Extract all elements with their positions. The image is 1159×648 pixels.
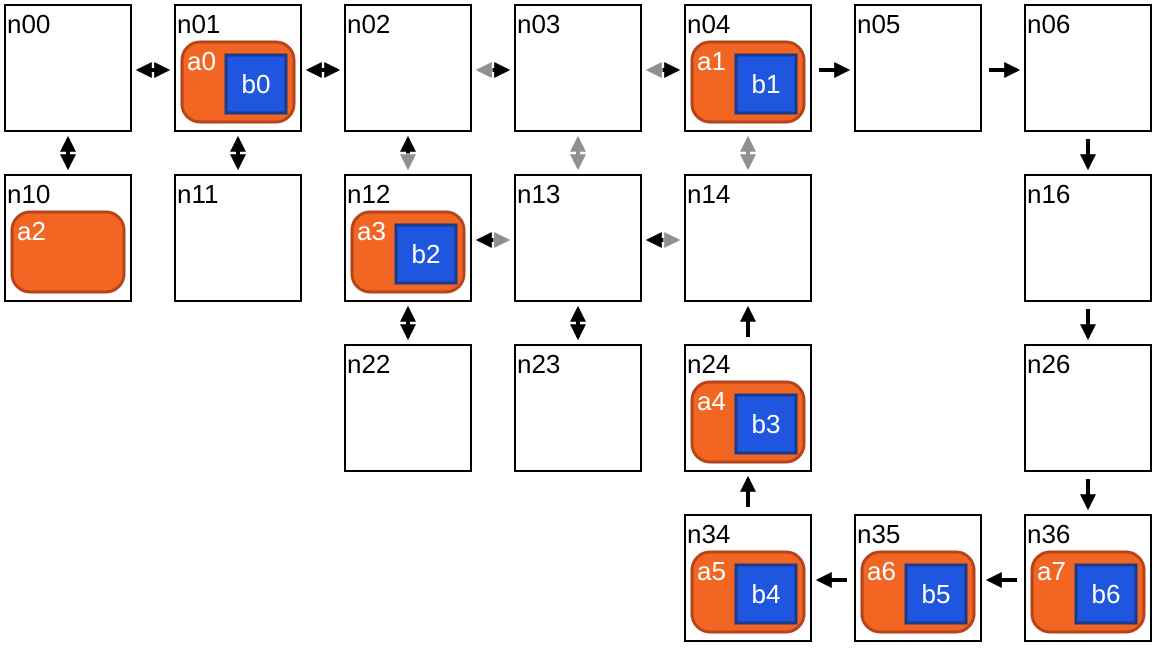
node-label: n26 xyxy=(1027,349,1070,379)
node-box xyxy=(684,174,812,302)
agent-a3: a3 b2 xyxy=(350,210,466,294)
box-b6 xyxy=(1074,563,1138,625)
agent-label: a1 xyxy=(697,46,726,76)
agent-a4: a4 b3 xyxy=(690,380,806,464)
box-label: b6 xyxy=(1092,579,1121,609)
agent-a7: a7 b6 xyxy=(1030,550,1146,634)
node-n26: n26 xyxy=(1024,344,1152,472)
node-box xyxy=(344,4,472,132)
agent-a6: a6 b5 xyxy=(860,550,976,634)
node-n14: n14 xyxy=(684,174,812,302)
node-box xyxy=(854,4,982,132)
box-b3 xyxy=(734,393,798,455)
box-b0 xyxy=(224,53,288,115)
node-label: n35 xyxy=(857,519,900,549)
node-label: n36 xyxy=(1027,519,1070,549)
nodes-layer: n00 n01 n02 n03 n04 n05 n06 n10 n11 n12 n13 n14 n16 n… xyxy=(4,4,1152,642)
node-n13: n13 xyxy=(514,174,642,302)
box-label: b0 xyxy=(242,69,271,99)
box-b2 xyxy=(394,223,458,285)
agent-label: a4 xyxy=(697,386,726,416)
node-label: n00 xyxy=(7,9,50,39)
agent-label: a6 xyxy=(867,556,896,586)
node-box xyxy=(1024,4,1152,132)
node-n06: n06 xyxy=(1024,4,1152,132)
node-label: n06 xyxy=(1027,9,1070,39)
box-label: b5 xyxy=(922,579,951,609)
node-label: n14 xyxy=(687,179,730,209)
node-label: n34 xyxy=(687,519,730,549)
node-box xyxy=(514,4,642,132)
agent-label: a3 xyxy=(357,216,386,246)
node-box xyxy=(514,174,642,302)
node-box xyxy=(1024,174,1152,302)
agent-label: a7 xyxy=(1037,556,1066,586)
node-label: n12 xyxy=(347,179,390,209)
agent-a2: a2 xyxy=(10,210,126,294)
node-box xyxy=(1024,344,1152,472)
agent-label: a5 xyxy=(697,556,726,586)
node-n16: n16 xyxy=(1024,174,1152,302)
node-box xyxy=(344,344,472,472)
node-n00: n00 xyxy=(4,4,132,132)
node-label: n13 xyxy=(517,179,560,209)
agent-a5: a5 b4 xyxy=(690,550,806,634)
node-label: n04 xyxy=(687,9,730,39)
node-n22: n22 xyxy=(344,344,472,472)
agent-a0: a0 b0 xyxy=(180,40,296,124)
node-label: n24 xyxy=(687,349,730,379)
node-label: n11 xyxy=(177,179,218,209)
node-label: n05 xyxy=(857,9,900,39)
node-label: n02 xyxy=(347,9,390,39)
box-label: b1 xyxy=(752,69,781,99)
node-n11: n11 xyxy=(174,174,302,302)
node-label: n01 xyxy=(177,9,220,39)
box-label: b2 xyxy=(412,239,441,269)
agent-body xyxy=(10,210,126,294)
node-label: n16 xyxy=(1027,179,1070,209)
box-label: b3 xyxy=(752,409,781,439)
box-b4 xyxy=(734,563,798,625)
agent-a1: a1 b1 xyxy=(690,40,806,124)
node-label: n22 xyxy=(347,349,390,379)
box-b5 xyxy=(904,563,968,625)
box-label: b4 xyxy=(752,579,781,609)
box-b1 xyxy=(734,53,798,115)
node-n02: n02 xyxy=(344,4,472,132)
node-n05: n05 xyxy=(854,4,982,132)
node-label: n03 xyxy=(517,9,560,39)
node-n03: n03 xyxy=(514,4,642,132)
node-box xyxy=(174,174,302,302)
node-box xyxy=(4,4,132,132)
node-box xyxy=(514,344,642,472)
edges-layer xyxy=(60,62,1096,588)
node-label: n23 xyxy=(517,349,560,379)
node-label: n10 xyxy=(7,179,50,209)
agent-label: a2 xyxy=(17,216,46,246)
agent-label: a0 xyxy=(187,46,216,76)
node-n23: n23 xyxy=(514,344,642,472)
